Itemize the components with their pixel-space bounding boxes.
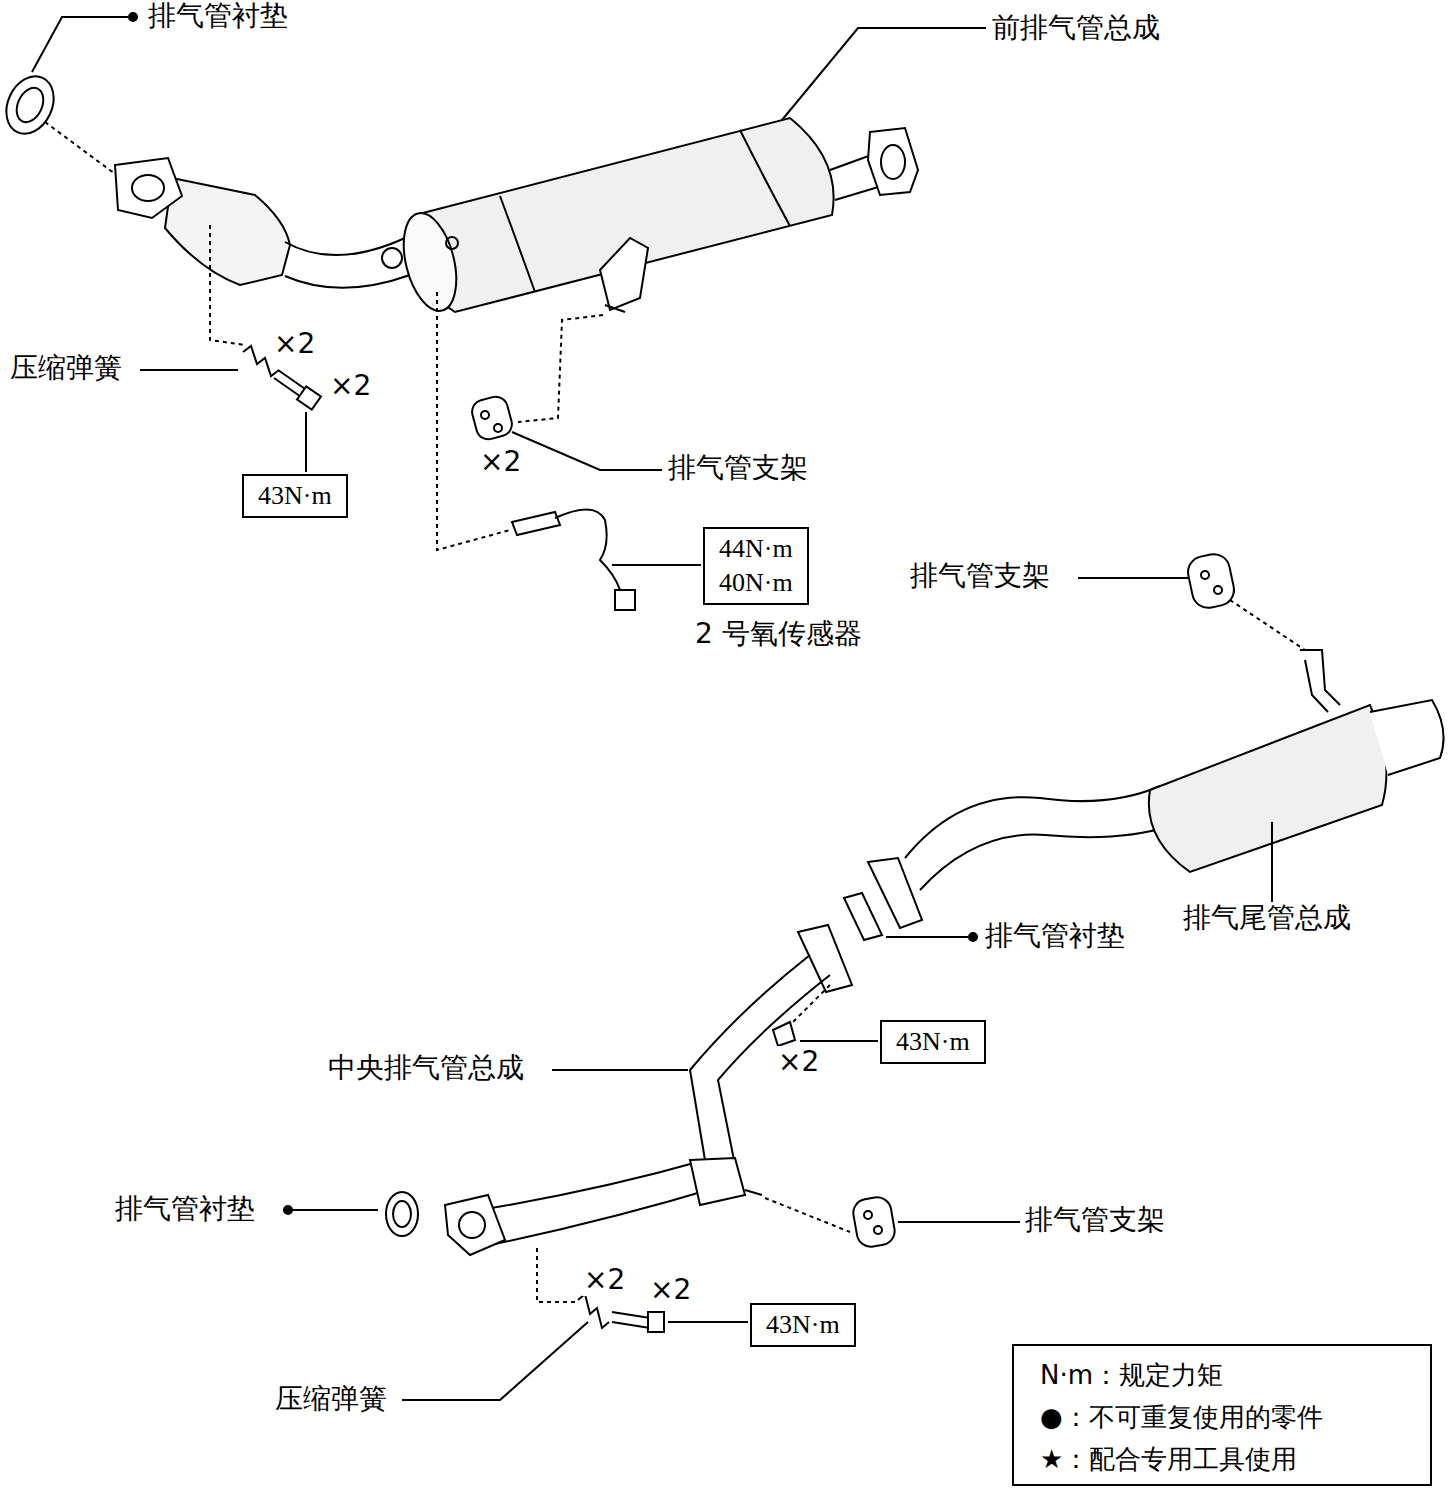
legend-entry: ★：配合专用工具使用: [1040, 1438, 1420, 1480]
part-label: 排气管衬垫: [113, 1193, 257, 1225]
torque-box: 43N·m: [242, 474, 348, 518]
legend-entry: N·m：规定力矩: [1040, 1354, 1420, 1396]
legend-box: N·m：规定力矩●：不可重复使用的零件★：配合专用工具使用: [1012, 1344, 1432, 1486]
quantity-mark: ×2: [328, 370, 373, 402]
part-label: 排气管支架: [666, 452, 810, 484]
torque-value: 40N·m: [719, 566, 793, 600]
quantity-mark: ×2: [648, 1274, 693, 1306]
torque-value: 44N·m: [719, 532, 793, 566]
part-label: 排气尾管总成: [1181, 902, 1353, 934]
torque-box: 44N·m40N·m: [703, 527, 809, 605]
part-label: 中央排气管总成: [326, 1052, 526, 1084]
legend-entry: ●：不可重复使用的零件: [1040, 1396, 1420, 1438]
quantity-mark: ×2: [776, 1046, 821, 1078]
quantity-mark: ×2: [582, 1264, 627, 1296]
part-label: 排气管衬垫: [146, 0, 290, 32]
torque-box: 43N·m: [880, 1020, 986, 1064]
torque-box: 43N·m: [750, 1303, 856, 1347]
part-label: 前排气管总成: [990, 12, 1162, 44]
part-label: 排气管支架: [908, 560, 1052, 592]
part-label: 压缩弹簧: [273, 1383, 389, 1415]
torque-value: 43N·m: [896, 1025, 970, 1059]
part-label: 排气管衬垫: [983, 920, 1127, 952]
part-label: 排气管支架: [1023, 1204, 1167, 1236]
part-label: 压缩弹簧: [8, 352, 124, 384]
part-label: 2 号氧传感器: [693, 618, 864, 650]
torque-value: 43N·m: [766, 1308, 840, 1342]
quantity-mark: ×2: [272, 328, 317, 360]
quantity-mark: ×2: [478, 446, 523, 478]
torque-value: 43N·m: [258, 479, 332, 513]
